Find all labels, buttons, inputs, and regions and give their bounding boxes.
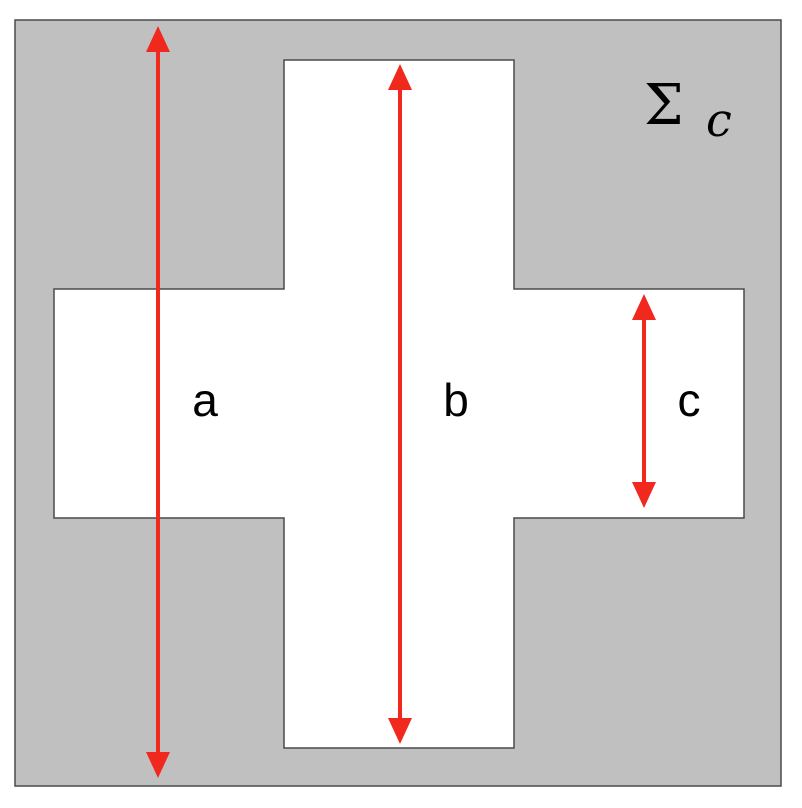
arrow-b-head-bottom [388, 718, 412, 744]
dimension-label-a: a [192, 374, 218, 426]
arrow-c-head-top [632, 294, 656, 320]
dimension-arrow-c [632, 294, 656, 508]
arrow-c-head-bottom [632, 482, 656, 508]
dimension-label-c: c [678, 374, 701, 426]
arrow-a-head-top [146, 26, 170, 52]
dimension-label-b: b [443, 374, 469, 426]
region-label-symbol: Σ [644, 73, 684, 138]
arrow-a-head-bottom [146, 752, 170, 778]
region-label-subscript: c [706, 93, 732, 147]
dimension-arrow-a [146, 26, 170, 778]
dimension-arrows [146, 26, 656, 778]
arrow-b-head-top [388, 64, 412, 90]
dimension-arrow-b [388, 64, 412, 744]
region-label: Σ c [644, 73, 732, 147]
